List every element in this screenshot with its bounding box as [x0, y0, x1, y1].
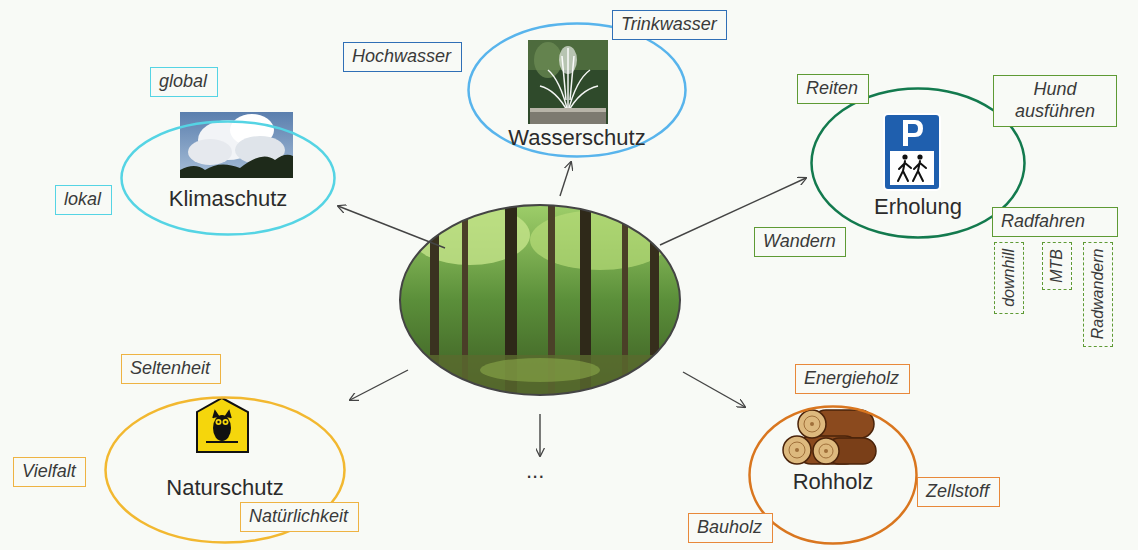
tag-box: global: [150, 67, 218, 97]
fountain-photo: [528, 40, 608, 124]
tag-text: Hund ausführen: [1002, 79, 1108, 122]
tag-text: MTB: [1048, 248, 1066, 282]
tag-text: Wandern: [763, 231, 837, 253]
arrow: [539, 414, 540, 456]
arrow: [350, 370, 408, 400]
tag-text: Bauholz: [697, 517, 764, 539]
tag-text: global: [159, 71, 209, 93]
ellipse-outline: [120, 120, 336, 236]
topic-ellipse: Klimaschutz: [120, 120, 336, 236]
tag-box: Hund ausführen: [993, 75, 1117, 127]
logs-icon: [783, 410, 876, 464]
tag-box: Reiten: [797, 74, 869, 104]
arrow: [560, 162, 571, 196]
forest-frame: [400, 205, 680, 395]
parking-hiking-sign: [884, 114, 940, 190]
tag-text: Trinkwasser: [621, 14, 718, 36]
topic-title: Klimaschutz: [120, 186, 336, 212]
sub-tag-box: MTB: [1042, 242, 1072, 290]
tag-text: Hochwasser: [352, 46, 453, 68]
tag-box: Radfahren: [992, 207, 1118, 237]
topic-title: Naturschutz: [104, 475, 346, 501]
arrow: [683, 372, 745, 407]
tag-box: Bauholz: [688, 513, 773, 543]
sub-tag-box: Radwandern: [1083, 242, 1113, 347]
tag-text: Radfahren: [1001, 211, 1109, 233]
forest-photo: [398, 203, 682, 397]
tag-box: Vielfalt: [13, 457, 86, 487]
nature-reserve-sign: [197, 398, 248, 452]
tag-text: Seltenheit: [130, 358, 212, 380]
tag-box: Seltenheit: [121, 354, 221, 384]
tag-box: Zellstoff: [917, 477, 1000, 507]
tag-text: downhill: [1000, 248, 1018, 306]
topic-title: Rohholz: [748, 469, 918, 495]
tag-text: Vielfalt: [22, 461, 77, 483]
tag-text: Reiten: [806, 78, 860, 100]
tag-text: Energieholz: [804, 368, 901, 390]
arrows: [338, 162, 806, 456]
tag-box: Wandern: [754, 227, 846, 257]
tag-box: Natürlichkeit: [240, 502, 359, 532]
topic-ellipse: Wasserschutz: [467, 22, 687, 158]
arrow: [338, 206, 445, 248]
sub-tag-box: downhill: [994, 242, 1024, 314]
tag-box: lokal: [55, 185, 112, 215]
topic-title: Wasserschutz: [467, 125, 687, 151]
tag-box: Energieholz: [795, 364, 910, 394]
ellipse-shape: [122, 122, 335, 235]
tag-box: Trinkwasser: [612, 10, 727, 40]
tag-box: Hochwasser: [343, 42, 462, 72]
tag-text: Natürlichkeit: [249, 506, 350, 528]
tag-text: Radwandern: [1089, 248, 1107, 339]
tag-text: Zellstoff: [926, 481, 991, 503]
topic-ellipse: Rohholz: [748, 405, 918, 545]
tag-text: lokal: [64, 189, 103, 211]
ellipsis-label: ...: [526, 458, 544, 484]
